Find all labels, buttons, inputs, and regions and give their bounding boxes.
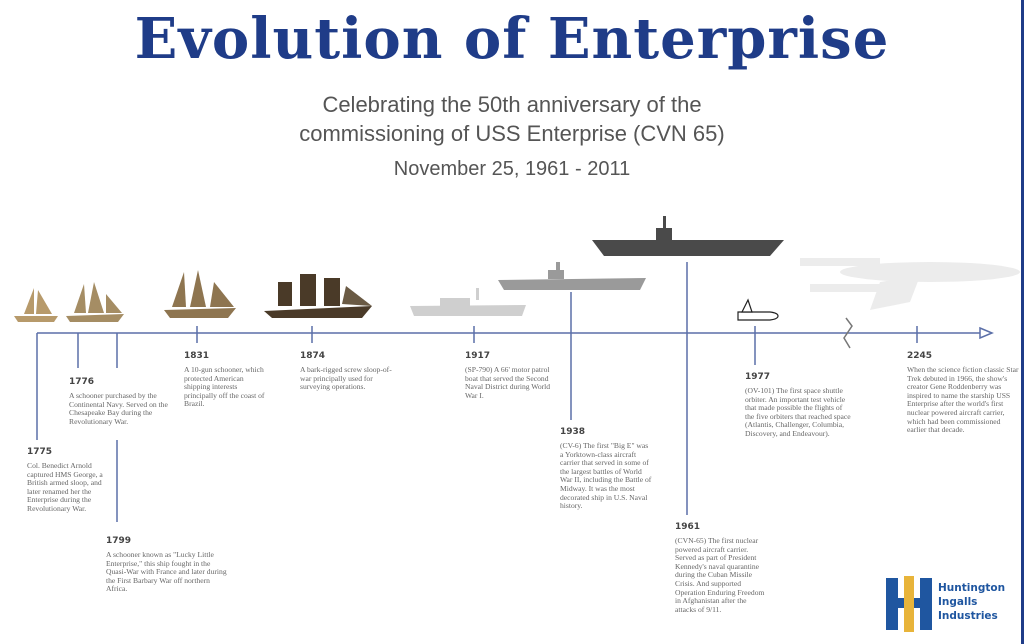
event-1831: 1831 A 10-gun schooner, which protected … <box>184 351 268 409</box>
event-description: (OV-101) The first space shuttle orbiter… <box>745 386 851 438</box>
space-shuttle-icon <box>737 298 779 321</box>
event-year: 1917 <box>465 351 491 361</box>
logo-line-1: Huntington <box>938 582 1006 594</box>
event-1776: 1776 A schooner purchased by the Contine… <box>69 377 181 426</box>
event-1977: 1977 (OV-101) The first space shuttle or… <box>745 372 851 439</box>
huntington-ingalls-logo: Huntington Ingalls Industries <box>884 576 1014 632</box>
event-description: When the science fiction classic Star Tr… <box>907 365 1019 435</box>
carrier-cvn65-1961-icon <box>592 216 784 256</box>
event-1874: 1874 A bark-rigged screw sloop-of-war pr… <box>300 351 392 392</box>
event-year: 1961 <box>675 522 701 532</box>
date-range: November 25, 1961 - 2011 <box>393 158 631 180</box>
timeline-ticks <box>36 262 918 522</box>
right-border <box>1021 0 1024 644</box>
logo-line-2: Ingalls <box>938 596 978 608</box>
event-2245: 2245 When the science fiction classic St… <box>907 351 1019 435</box>
carrier-cv6-1938-icon <box>498 262 646 290</box>
event-1799: 1799 A schooner known as "Lucky Little E… <box>106 536 231 594</box>
event-year: 1938 <box>560 427 586 437</box>
timeline-arrow-icon <box>979 326 994 340</box>
event-description: (SP-790) A 66' motor patrol boat that se… <box>465 365 551 400</box>
event-year: 1799 <box>106 536 132 546</box>
schooner-1776-icon <box>66 282 124 322</box>
event-1938: 1938 (CV-6) The first "Big E" was a York… <box>560 427 652 511</box>
event-year: 2245 <box>907 351 933 361</box>
event-description: Col. Benedict Arnold captured HMS George… <box>27 461 103 513</box>
event-description: A bark-rigged screw sloop-of-war princip… <box>300 365 392 392</box>
schooner-1831-icon <box>164 270 236 318</box>
event-1775: 1775 Col. Benedict Arnold captured HMS G… <box>27 447 109 514</box>
timeline-break-icon <box>843 317 853 349</box>
event-description: A schooner purchased by the Continental … <box>69 391 168 426</box>
event-description: (CVN-65) The first nuclear powered aircr… <box>675 536 765 614</box>
subtitle-line-2: commissioning of USS Enterprise (CVN 65) <box>299 121 725 146</box>
event-description: A 10-gun schooner, which protected Ameri… <box>184 365 265 409</box>
logo-line-3: Industries <box>938 610 998 622</box>
sloop-of-war-1874-icon <box>264 274 372 318</box>
starship-enterprise-icon <box>800 258 1020 310</box>
event-description: A schooner known as "Lucky Little Enterp… <box>106 550 227 594</box>
event-year: 1977 <box>745 372 771 382</box>
patrol-boat-1917-icon <box>410 288 526 316</box>
page-title: Evolution of Enterprise <box>134 6 890 72</box>
event-year: 1874 <box>300 351 326 361</box>
hii-logo-mark-icon <box>886 576 932 632</box>
event-year: 1831 <box>184 351 210 361</box>
subtitle-line-1: Celebrating the 50th anniversary of the <box>322 92 702 117</box>
event-1961: 1961 (CVN-65) The first nuclear powered … <box>675 522 769 614</box>
event-1917: 1917 (SP-790) A 66' motor patrol boat th… <box>465 351 555 400</box>
sloop-1775-icon <box>14 288 58 322</box>
event-description: (CV-6) The first "Big E" was a Yorktown-… <box>560 441 652 511</box>
event-year: 1776 <box>69 377 95 387</box>
event-year: 1775 <box>27 447 53 457</box>
